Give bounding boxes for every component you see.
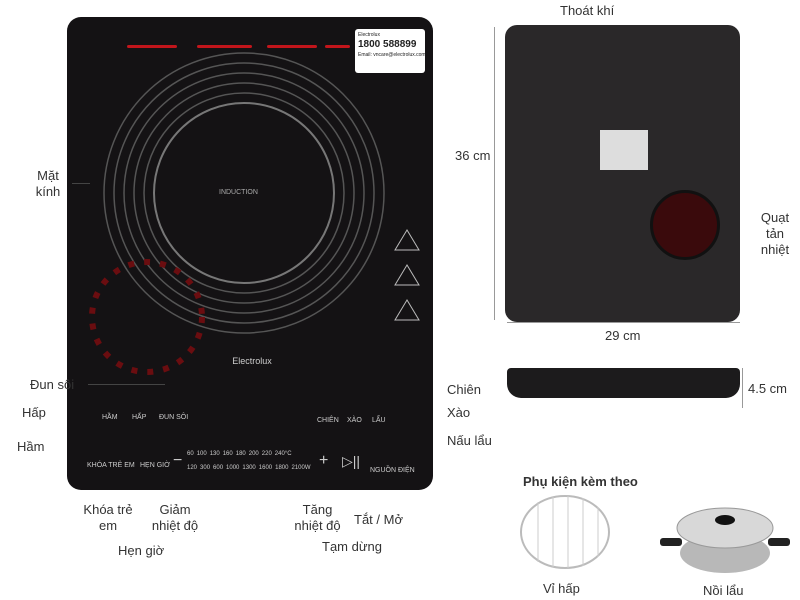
cooktop-glass: INDUCTION Electrolux Electrolux 1800 588… (67, 17, 433, 490)
temp-label: 130 (209, 451, 220, 457)
watt-label: 600 (213, 465, 224, 471)
heat-indicator (197, 45, 252, 48)
label-decrease: Giảm nhiệt độ (151, 502, 199, 533)
temp-label: 60 (187, 451, 194, 457)
watt-label: 120 (187, 465, 198, 471)
label-child-lock: Khóa trẻ em (83, 502, 133, 533)
stew-button[interactable]: HẦM (102, 414, 118, 421)
hotpot-button[interactable]: LẨU (372, 417, 386, 424)
temp-label: 160 (222, 451, 233, 457)
cooktop-side-view (507, 368, 740, 398)
induction-label: INDUCTION (219, 189, 258, 196)
sticker-email: Email: vncare@electrolux.com (358, 52, 425, 58)
wattage-scale: 120 300 600 1000 1300 1600 1800 2100W (187, 464, 311, 472)
width-dimension: 29 cm (605, 328, 641, 343)
watt-label: 1800 (275, 465, 289, 471)
temp-label: 220 (261, 451, 272, 457)
hotline-number: 1800 588899 (358, 39, 417, 50)
sticker-brand: Electrolux (358, 32, 380, 38)
label-stew: Hầm (17, 439, 45, 454)
cooktop-bottom-view (505, 25, 740, 322)
label-increase: Tăng nhiệt độ (294, 502, 341, 533)
label-steam: Hấp (22, 405, 46, 420)
temp-label: 240°C (274, 451, 292, 457)
heat-indicator (267, 45, 317, 48)
label-pot: Nồi lẩu (703, 583, 744, 598)
watt-label: 1600 (258, 465, 273, 471)
label-boil: Đun sôi (30, 377, 75, 392)
timer-button[interactable]: HẸN GIỜ (140, 462, 171, 469)
brand-logo: Electrolux (232, 356, 272, 366)
leader-line (72, 183, 90, 184)
height-dimension-line (494, 27, 495, 320)
label-stir-fry: Xào (447, 405, 471, 420)
pause-button[interactable]: ▷|| (342, 453, 361, 469)
heat-indicator (127, 45, 177, 48)
cooling-fan (650, 190, 720, 260)
decrease-button[interactable]: − (173, 452, 183, 469)
temp-label: 180 (235, 451, 246, 457)
hotline-sticker: Electrolux 1800 588899 Email: vncare@ele… (355, 29, 425, 73)
stir-fry-button[interactable]: XÀO (347, 417, 362, 424)
fry-button[interactable]: CHIÊN (317, 417, 339, 424)
width-dimension-line (507, 322, 740, 323)
cooking-zone-rings (89, 52, 420, 375)
label-hotpot: Nấu lẩu (447, 433, 492, 448)
leader-line (88, 384, 165, 385)
label-fry: Chiên (447, 382, 481, 397)
thickness-dimension: 4.5 cm (748, 381, 788, 396)
height-dimension: 36 cm (455, 148, 491, 163)
power-button[interactable]: NGUỒN ĐIỆN (370, 467, 415, 474)
temperature-scale: 60 100 130 160 180 200 220 240°C (187, 450, 292, 458)
label-glass: Mặt kính (35, 168, 61, 199)
label-power: Tắt / Mở (354, 512, 403, 527)
label-fan: Quạt tản nhiệt (760, 210, 790, 257)
label-rack: Vỉ hấp (543, 581, 580, 596)
label-pause: Tạm dừng (322, 539, 383, 554)
watt-label: 2100W (291, 465, 311, 471)
watt-label: 1000 (226, 465, 240, 471)
increase-button[interactable]: + (319, 452, 329, 469)
boil-button[interactable]: ĐUN SÔI (159, 414, 189, 421)
steamer-rack-image (520, 495, 610, 569)
accessories-title: Phụ kiện kèm theo (523, 474, 638, 489)
label-timer: Hẹn giờ (118, 543, 165, 558)
temp-label: 200 (248, 451, 259, 457)
child-lock-button[interactable]: KHÓA TRẺ EM (87, 462, 135, 469)
temp-label: 100 (196, 451, 207, 457)
watt-label: 300 (200, 465, 211, 471)
spec-label (600, 130, 648, 170)
steam-button[interactable]: HẤP (132, 414, 147, 421)
label-vent: Thoát khí (560, 3, 615, 18)
hotpot-image (660, 507, 790, 573)
heat-indicator (325, 45, 350, 48)
thickness-dimension-line (742, 368, 743, 408)
watt-label: 1300 (242, 465, 256, 471)
